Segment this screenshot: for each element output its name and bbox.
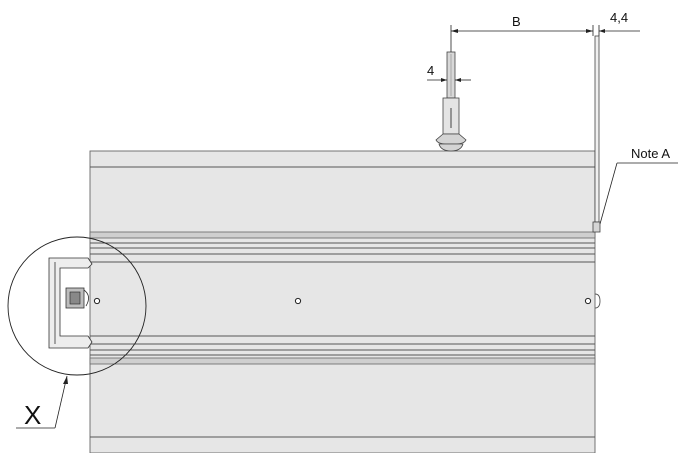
- detail-circle: [7, 236, 147, 376]
- dim-b-label: B: [512, 14, 521, 29]
- spindle-tool: [435, 51, 467, 152]
- dim-gap-label: 4,4: [610, 10, 628, 25]
- dimension-gap: 4,4: [598, 10, 640, 36]
- dim-tool-label: 4: [427, 63, 434, 78]
- screw-holes: [93, 293, 601, 309]
- dimension-tool-width: 4: [427, 63, 471, 82]
- screw-hole-right: [584, 297, 592, 305]
- screw-hole-left: [93, 297, 101, 305]
- profile-body: [89, 150, 596, 453]
- detail-x: X: [7, 236, 147, 430]
- screw-hole-center: [294, 297, 302, 305]
- side-rail: [592, 35, 601, 233]
- detail-x-label: X: [24, 400, 41, 430]
- dimension-b: B: [450, 14, 594, 52]
- note-a-label: Note A: [631, 146, 670, 161]
- note-a-leader: Note A: [599, 146, 678, 225]
